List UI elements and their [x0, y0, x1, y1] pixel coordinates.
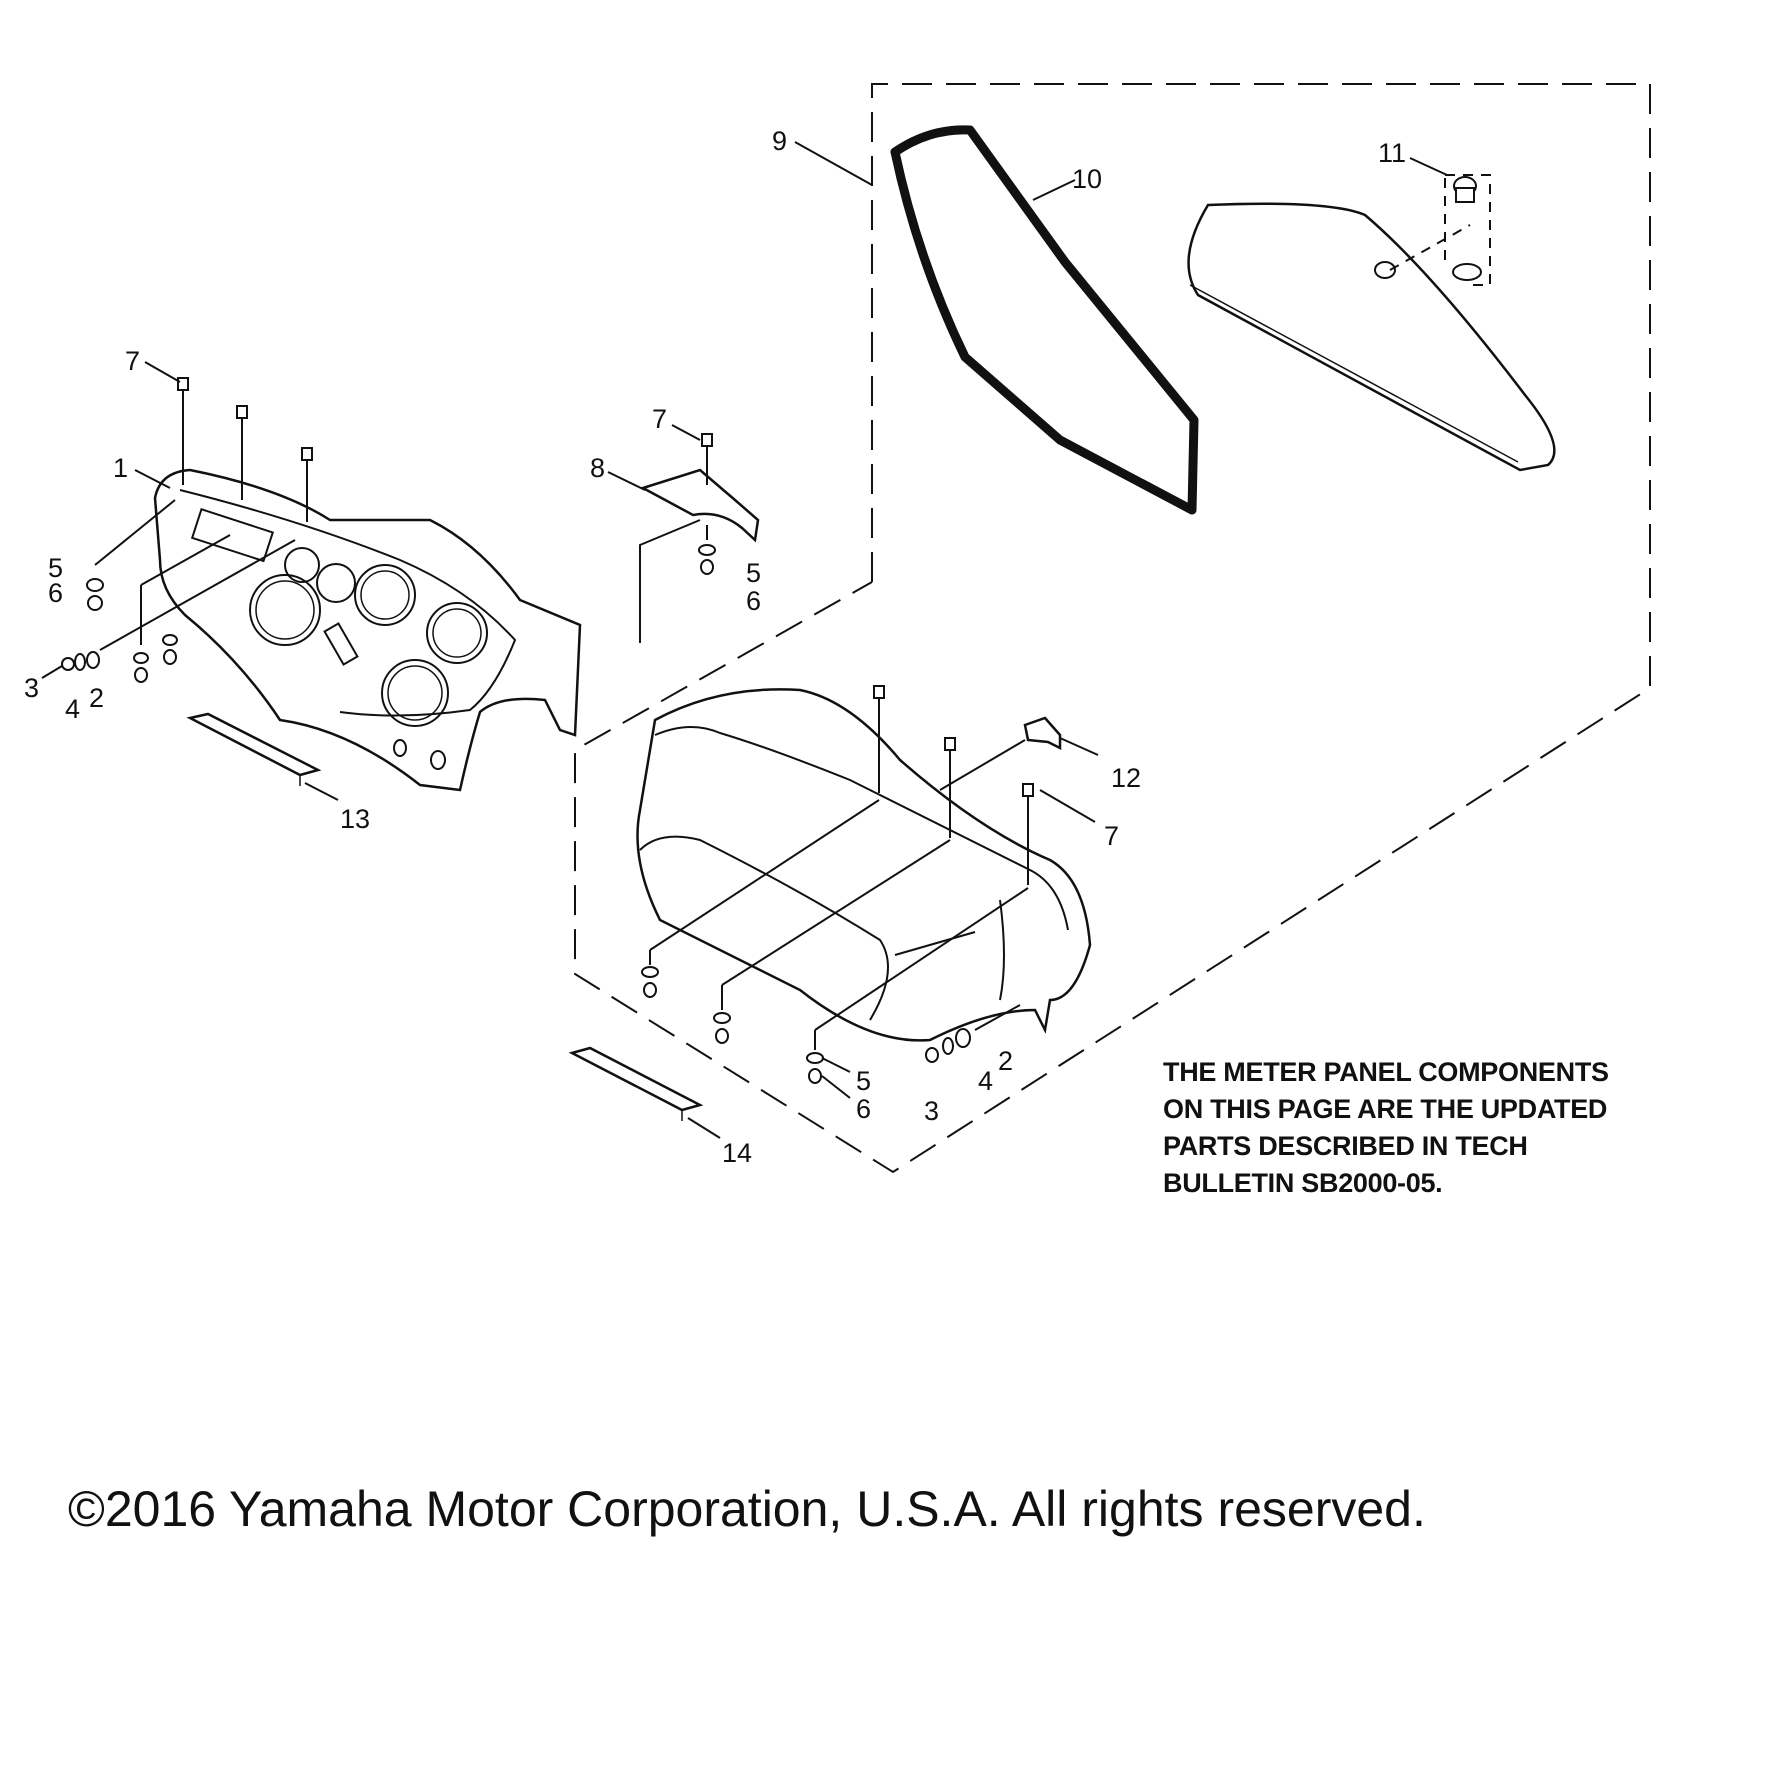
leader-7c [1039, 789, 1096, 823]
tech-note-line-4: BULLETIN SB2000-05. [1163, 1168, 1443, 1198]
callout-4a: 4 [65, 694, 80, 724]
bracket-part-8 [639, 468, 760, 543]
callout-7b: 7 [652, 404, 667, 434]
part-11-stem [1455, 187, 1475, 203]
strip-part-13 [186, 712, 322, 777]
mount-hole-a [393, 739, 407, 757]
callout-2a: 2 [89, 683, 104, 713]
clip-part-12 [1023, 716, 1062, 751]
gauge-small-a [284, 547, 320, 583]
callout-11: 11 [1378, 138, 1406, 168]
screws-right [873, 685, 1034, 885]
callout-6a: 6 [48, 578, 63, 608]
display-window [190, 508, 275, 563]
callout-3a: 3 [24, 673, 39, 703]
gauge-center-inner [387, 665, 443, 721]
assembly-boundary [574, 83, 1651, 1174]
mount-hole-b [430, 750, 446, 770]
part-11-bracket [1389, 174, 1491, 286]
leader-6c [821, 1075, 851, 1099]
washer-8 [698, 544, 716, 556]
tech-note-line-2: ON THIS PAGE ARE THE UPDATED [1163, 1094, 1608, 1124]
callout-12: 12 [1111, 763, 1141, 793]
meter-cover-side [999, 899, 1005, 1001]
callout-8: 8 [590, 453, 605, 483]
cover-lid [1187, 202, 1556, 472]
callout-3b: 3 [924, 1096, 939, 1126]
gauge-small-b [316, 563, 356, 603]
indicator-slot [323, 622, 359, 666]
callout-13: 13 [340, 804, 370, 834]
gauge-right-inner [432, 608, 482, 658]
nut-8 [700, 559, 714, 575]
callout-10: 10 [1072, 164, 1102, 194]
callout-7a: 7 [125, 346, 140, 376]
leader-14 [687, 1117, 721, 1139]
callout-14: 14 [722, 1138, 752, 1168]
clip-12-guide [939, 739, 1026, 791]
guide-8 [639, 519, 701, 643]
callout-5b: 5 [746, 558, 761, 588]
screw-8 [701, 433, 713, 447]
strip-part-14 [568, 1046, 704, 1112]
leader-8 [607, 471, 646, 491]
tech-note-line-3: PARTS DESCRIBED IN TECH [1163, 1131, 1528, 1161]
leader-9 [794, 141, 873, 186]
gauge-large-left-inner [255, 580, 315, 640]
gasket-gap [1046, 405, 1074, 430]
gauge-large-left [249, 574, 321, 646]
leader-12 [1059, 737, 1099, 756]
copyright-notice: ©2016 Yamaha Motor Corporation, U.S.A. A… [68, 1481, 1426, 1537]
part-11-nut [1452, 263, 1482, 281]
meter-panel-body [153, 468, 582, 792]
callout-7c: 7 [1104, 821, 1119, 851]
callout-4b: 4 [978, 1066, 993, 1096]
leader-7a [144, 361, 181, 383]
leader-10 [1032, 179, 1076, 201]
leader-5c [821, 1057, 851, 1073]
leader-7b [671, 424, 701, 441]
callout-2b: 2 [998, 1046, 1013, 1076]
leader-13 [304, 782, 339, 801]
meter-cover-body [636, 688, 1092, 1042]
hardware-right [641, 799, 1029, 1084]
callout-9: 9 [772, 126, 787, 156]
leader-3a [41, 665, 63, 679]
meter-cover-front [639, 835, 889, 1021]
gasket-part-10 [890, 125, 1199, 515]
callout-5c: 5 [856, 1066, 871, 1096]
tech-note-line-1: THE METER PANEL COMPONENTS [1163, 1057, 1609, 1087]
callout-5a: 5 [48, 553, 63, 583]
meter-cover-slot [894, 931, 976, 956]
screws-left [177, 377, 313, 522]
callout-6c: 6 [856, 1094, 871, 1124]
hardware-left [61, 499, 296, 683]
gauge-right [426, 602, 488, 664]
leader-11 [1409, 157, 1448, 176]
gauge-mid-top-inner [360, 570, 410, 620]
gauge-center [381, 659, 449, 727]
cover-lid-edge [1189, 284, 1519, 463]
callout-6b: 6 [746, 586, 761, 616]
callout-1: 1 [113, 453, 128, 483]
leader-1 [134, 469, 171, 489]
lid-hole [1374, 261, 1396, 279]
gauge-mid-top [354, 564, 416, 626]
meter-cover-top-edge [654, 725, 1069, 931]
